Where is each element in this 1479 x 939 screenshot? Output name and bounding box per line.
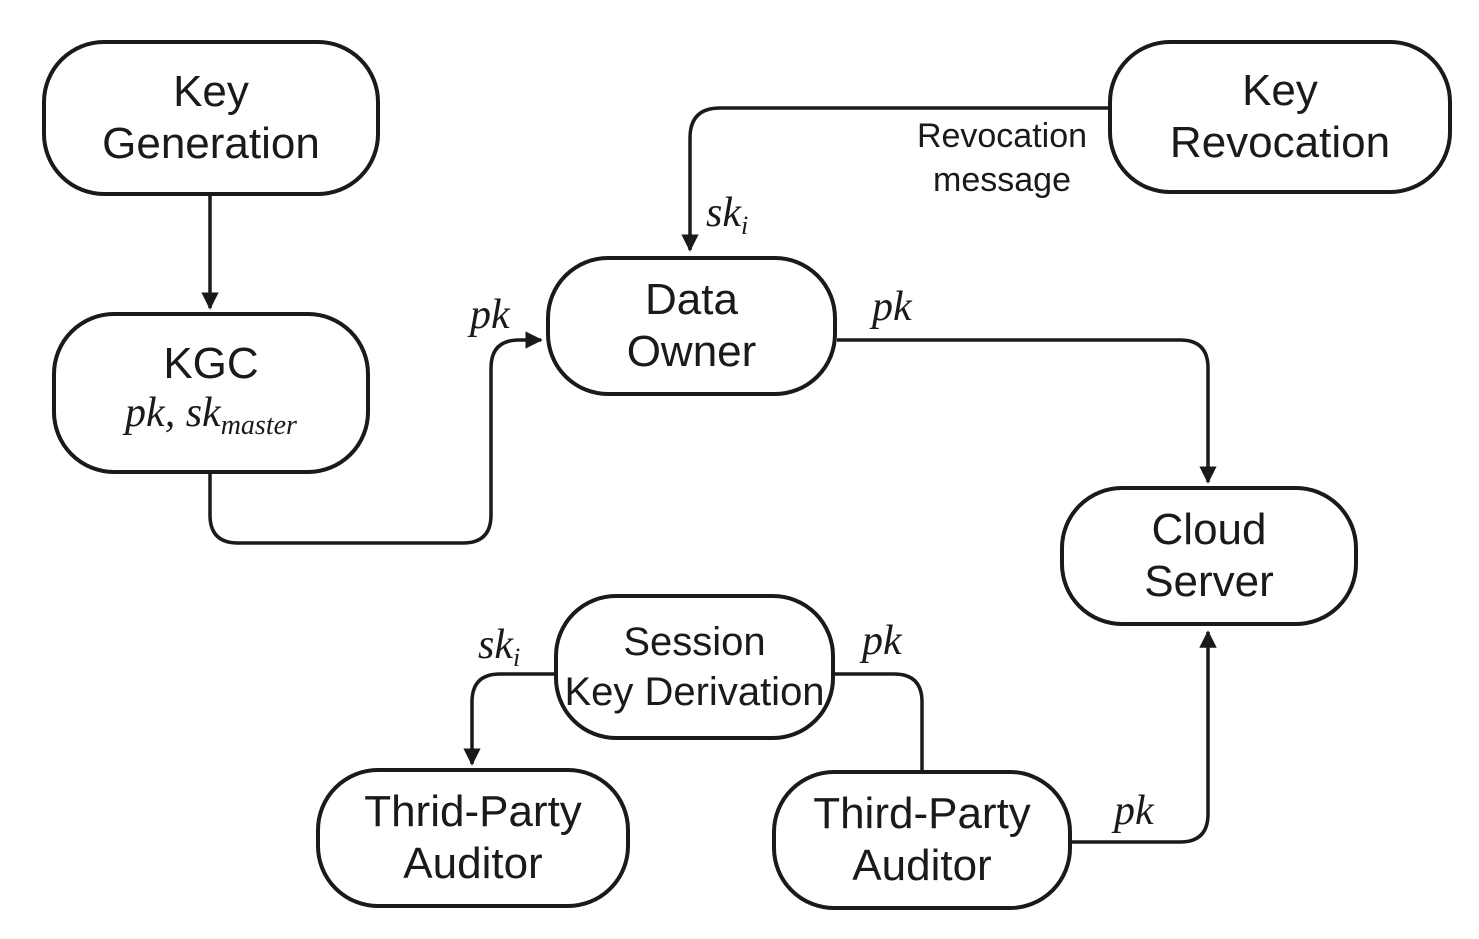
edge-third-auditor-to-cloud <box>1072 630 1217 844</box>
node-label: KGC <box>163 338 259 388</box>
edge-label-revocation-message: Revocation message <box>916 117 1088 199</box>
key-generation-node: Key Generation <box>42 40 380 196</box>
node-label: Auditor <box>852 841 992 890</box>
edge-label-pk-auditor-to-cloud: pk <box>1114 788 1154 834</box>
node-label: Key <box>173 67 249 116</box>
cloud-server-node: Cloud Server <box>1060 486 1358 626</box>
kgc-node: KGC pk, skmaster <box>52 312 370 474</box>
node-label: Third-Party <box>813 789 1031 838</box>
edge-session-to-thrid-auditor <box>463 672 554 766</box>
edge-label-ski-revocation: ski <box>706 190 749 240</box>
key-revocation-node: Key Revocation <box>1108 40 1452 194</box>
node-label: Cloud <box>1151 505 1267 554</box>
node-label: Session <box>623 620 766 664</box>
edge-label-pk-owner-to-cloud: pk <box>872 284 912 330</box>
edge-label-pk-session-to-auditor: pk <box>862 618 902 664</box>
edge-kgc-to-data-owner <box>208 331 543 545</box>
node-label: Server <box>1144 557 1274 606</box>
thrid-party-auditor-node: Thrid-Party Auditor <box>316 768 630 908</box>
node-label: Revocation <box>1169 118 1391 167</box>
third-party-auditor-node: Third-Party Auditor <box>772 770 1072 910</box>
session-key-derivation-node: Session Key Derivation <box>554 594 835 740</box>
edge-label-pk-kgc-to-owner: pk <box>470 292 510 338</box>
node-label: Thrid-Party <box>364 787 582 836</box>
node-label: Key <box>1242 66 1318 115</box>
edge-label-ski-session: ski <box>478 622 521 672</box>
node-label: Key Derivation <box>564 670 825 714</box>
edge-session-to-third-auditor <box>835 672 924 770</box>
edge-revocation-to-data-owner <box>681 106 1108 252</box>
node-label: Auditor <box>403 839 543 888</box>
node-label: Owner <box>626 327 757 376</box>
kgc-keys-formula: pk, skmaster <box>125 389 297 441</box>
data-owner-node: Data Owner <box>546 256 837 396</box>
node-label: Data <box>645 275 738 324</box>
node-label: Generation <box>102 119 320 168</box>
edge-data-owner-to-cloud <box>837 338 1217 484</box>
